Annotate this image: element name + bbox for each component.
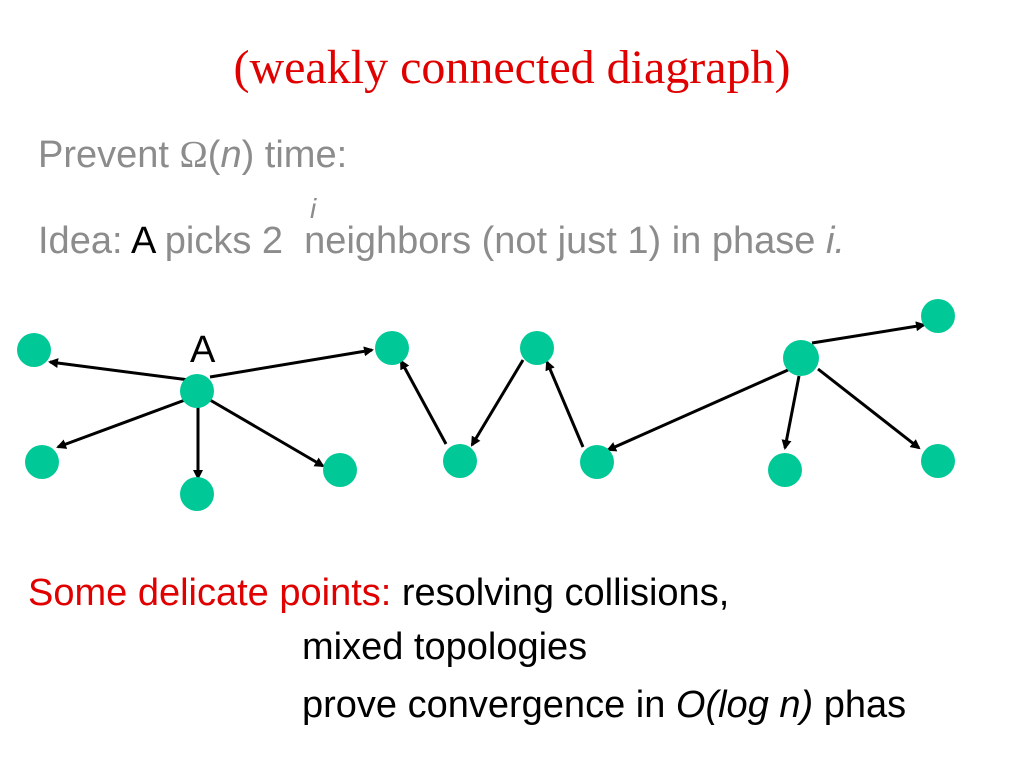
delicate-points-label: Some delicate points: bbox=[28, 572, 392, 614]
prevent-text: Prevent bbox=[38, 134, 180, 176]
nodes bbox=[17, 299, 955, 511]
picks-text: picks 2 bbox=[154, 220, 284, 262]
node-left-bottom bbox=[25, 445, 59, 479]
edge-a-lowright bbox=[209, 398, 325, 468]
close-paren: ) bbox=[241, 134, 255, 176]
node-mid-2 bbox=[443, 444, 477, 478]
edges bbox=[48, 321, 926, 480]
edge-c2-down bbox=[470, 359, 525, 447]
node-a-lowright bbox=[323, 453, 357, 487]
edge-c1-up bbox=[399, 359, 448, 445]
node-hub-down bbox=[768, 453, 802, 487]
node-top-right bbox=[921, 299, 955, 333]
node-mid-4 bbox=[580, 445, 614, 479]
edge-a-left bbox=[48, 358, 198, 383]
phases-text: phas bbox=[813, 684, 907, 726]
node-left-top bbox=[17, 333, 51, 367]
time-text: time: bbox=[254, 134, 348, 176]
edge-c3-up bbox=[545, 360, 585, 448]
edge-c4-down bbox=[781, 375, 801, 450]
complexity-text: O(log n) bbox=[675, 684, 814, 726]
omega-symbol: Ω bbox=[179, 134, 208, 176]
node-a bbox=[180, 374, 214, 408]
prevent-line: Prevent Ω(n) time: bbox=[38, 132, 347, 178]
edge-c4-downright bbox=[817, 367, 921, 450]
node-mid-3 bbox=[520, 331, 554, 365]
node-hub bbox=[783, 340, 819, 376]
edge-c4-left bbox=[606, 368, 789, 452]
idea-label: Idea: bbox=[38, 220, 131, 262]
convergence-text: prove convergence in bbox=[302, 684, 676, 726]
edge-a-right bbox=[209, 346, 374, 379]
exponent-i: i bbox=[310, 193, 317, 224]
phase-i: i. bbox=[825, 220, 845, 262]
node-a-down bbox=[180, 477, 214, 511]
open-paren: ( bbox=[207, 134, 221, 176]
edge-a-lowleft bbox=[56, 398, 186, 449]
idea-line: Idea: A picks 2 neighbors (not just 1) i… bbox=[38, 218, 845, 264]
topologies-text: mixed topologies bbox=[302, 626, 588, 668]
node-bottom-right bbox=[921, 444, 955, 478]
collisions-text: resolving collisions, bbox=[391, 572, 730, 614]
node-a-ref: A bbox=[130, 220, 155, 262]
convergence-line: prove convergence in O(log n) phas bbox=[302, 682, 906, 728]
node-mid-1 bbox=[375, 331, 409, 365]
n-variable: n bbox=[220, 134, 242, 176]
edge-c4-upright bbox=[811, 321, 926, 345]
node-a-label: A bbox=[190, 329, 216, 371]
delicate-points-line: Some delicate points: resolving collisio… bbox=[28, 570, 729, 616]
slide-title: (weakly connected diagraph) bbox=[233, 41, 791, 94]
neighbors-text: neighbors (not just 1) in phase bbox=[283, 220, 826, 262]
